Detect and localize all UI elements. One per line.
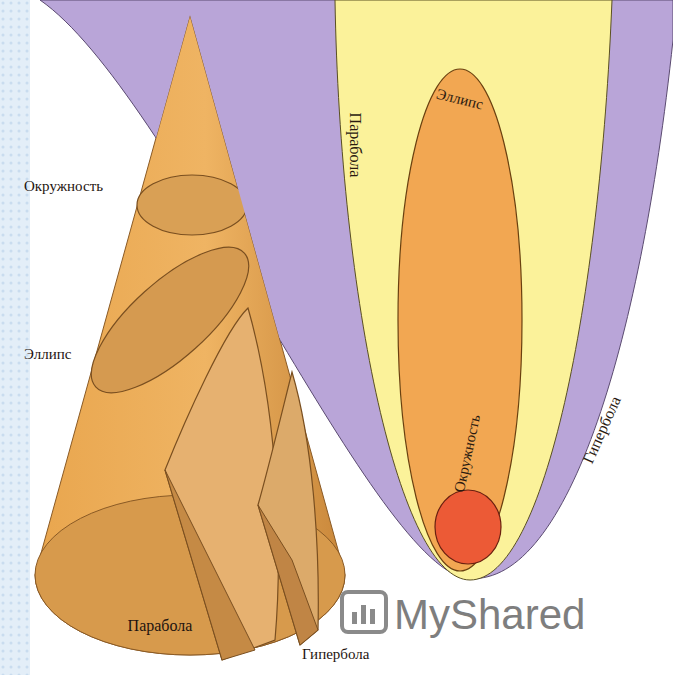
conic-region: ЭллипсОкружность bbox=[395, 65, 525, 575]
background-strip bbox=[0, 0, 30, 675]
section-label: Эллипс bbox=[22, 346, 73, 363]
region-name: Парабола bbox=[347, 113, 363, 178]
region-name: Окружность bbox=[452, 413, 483, 493]
section-label: Гипербола bbox=[300, 646, 371, 663]
conic-region: Парабола ЭллипсОкружность bbox=[330, 0, 620, 585]
watermark: MyShared bbox=[392, 592, 587, 638]
conic-region: Окружность bbox=[425, 385, 515, 567]
section-label: Окружность bbox=[22, 178, 105, 195]
section-label: Парабола bbox=[126, 617, 195, 635]
conic-region: ГиперболаПараболаЭллипсОкружность bbox=[0, 0, 673, 600]
